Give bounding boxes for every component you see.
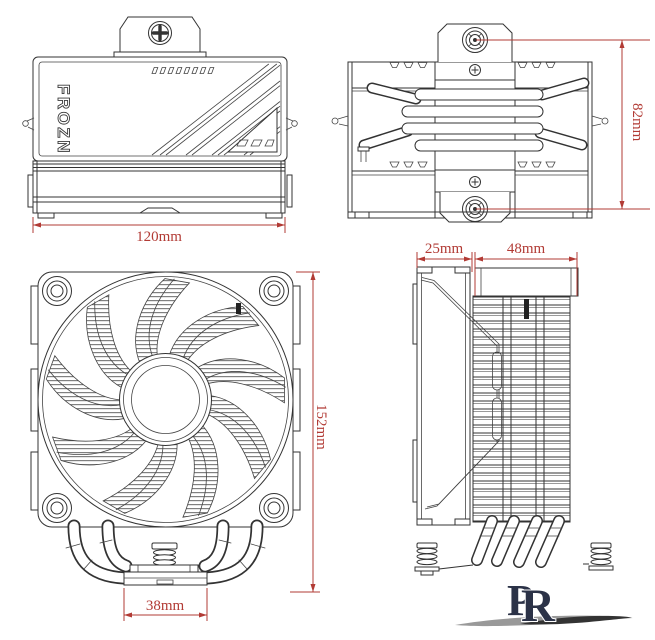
top-bracket-flange	[113, 51, 207, 58]
dimension-depth: 82mm	[476, 39, 650, 210]
pr-watermark-logo: P R	[455, 576, 633, 633]
fan-hub	[119, 353, 212, 446]
top-view-bracket-top	[437, 23, 513, 62]
cover-inner	[38, 61, 282, 157]
dim-82mm-label: 82mm	[629, 103, 645, 142]
heatpipes-front	[65, 519, 266, 585]
base-spring-screw	[151, 542, 178, 566]
dim-120mm-label: 120mm	[136, 229, 182, 245]
fan-clip-right-icon	[285, 117, 298, 131]
side-fan	[412, 266, 471, 526]
fan-rim-inner	[42, 276, 289, 523]
mount-screw-left	[414, 542, 474, 576]
mount-screw-right	[583, 542, 614, 571]
fan-corner-screws	[42, 276, 289, 523]
cable-mark	[236, 303, 241, 314]
fin-stack	[472, 295, 571, 523]
dimension-fan-thickness: 25mm	[416, 241, 473, 272]
fan-front-view: 38mm 152mm	[30, 271, 329, 621]
top-vents	[389, 62, 556, 168]
cover-front-view: FROZN	[22, 16, 298, 245]
dim-25mm-label: 25mm	[425, 241, 464, 257]
fan-frame-tabs	[30, 285, 301, 511]
fan-side-body	[27, 160, 293, 219]
dimension-height: 152mm	[290, 271, 329, 593]
phillips-screw-icon	[148, 21, 172, 45]
cooler-top-view: 82mm	[331, 23, 650, 223]
brand-logo: FROZN	[54, 84, 73, 155]
logo-letter-r: R	[521, 580, 556, 632]
dim-152mm-label: 152mm	[313, 404, 329, 450]
dimension-width: 120mm	[32, 217, 286, 245]
fan-clip-left-icon	[22, 117, 35, 131]
logo-letter-p: P	[507, 576, 534, 625]
dim-48mm-label: 48mm	[507, 241, 546, 257]
fin-mark	[524, 299, 529, 319]
side-heatpipes	[471, 515, 565, 568]
side-top-plate	[474, 267, 579, 297]
small-screw-icons	[469, 64, 481, 188]
cooler-side-view: 25mm 48mm	[412, 241, 614, 576]
dimension-base-width: 38mm	[123, 588, 208, 621]
cover-corner-panel	[226, 106, 278, 153]
dim-38mm-label: 38mm	[146, 598, 185, 614]
cooler-base	[123, 564, 208, 586]
heatpipes-top	[358, 77, 590, 152]
logo-swoosh-dark	[520, 615, 632, 625]
top-view-details	[331, 115, 609, 219]
dimension-fin-depth: 48mm	[474, 241, 578, 296]
fan-rim-outer	[37, 271, 294, 528]
cover-vent-slits	[151, 67, 215, 74]
